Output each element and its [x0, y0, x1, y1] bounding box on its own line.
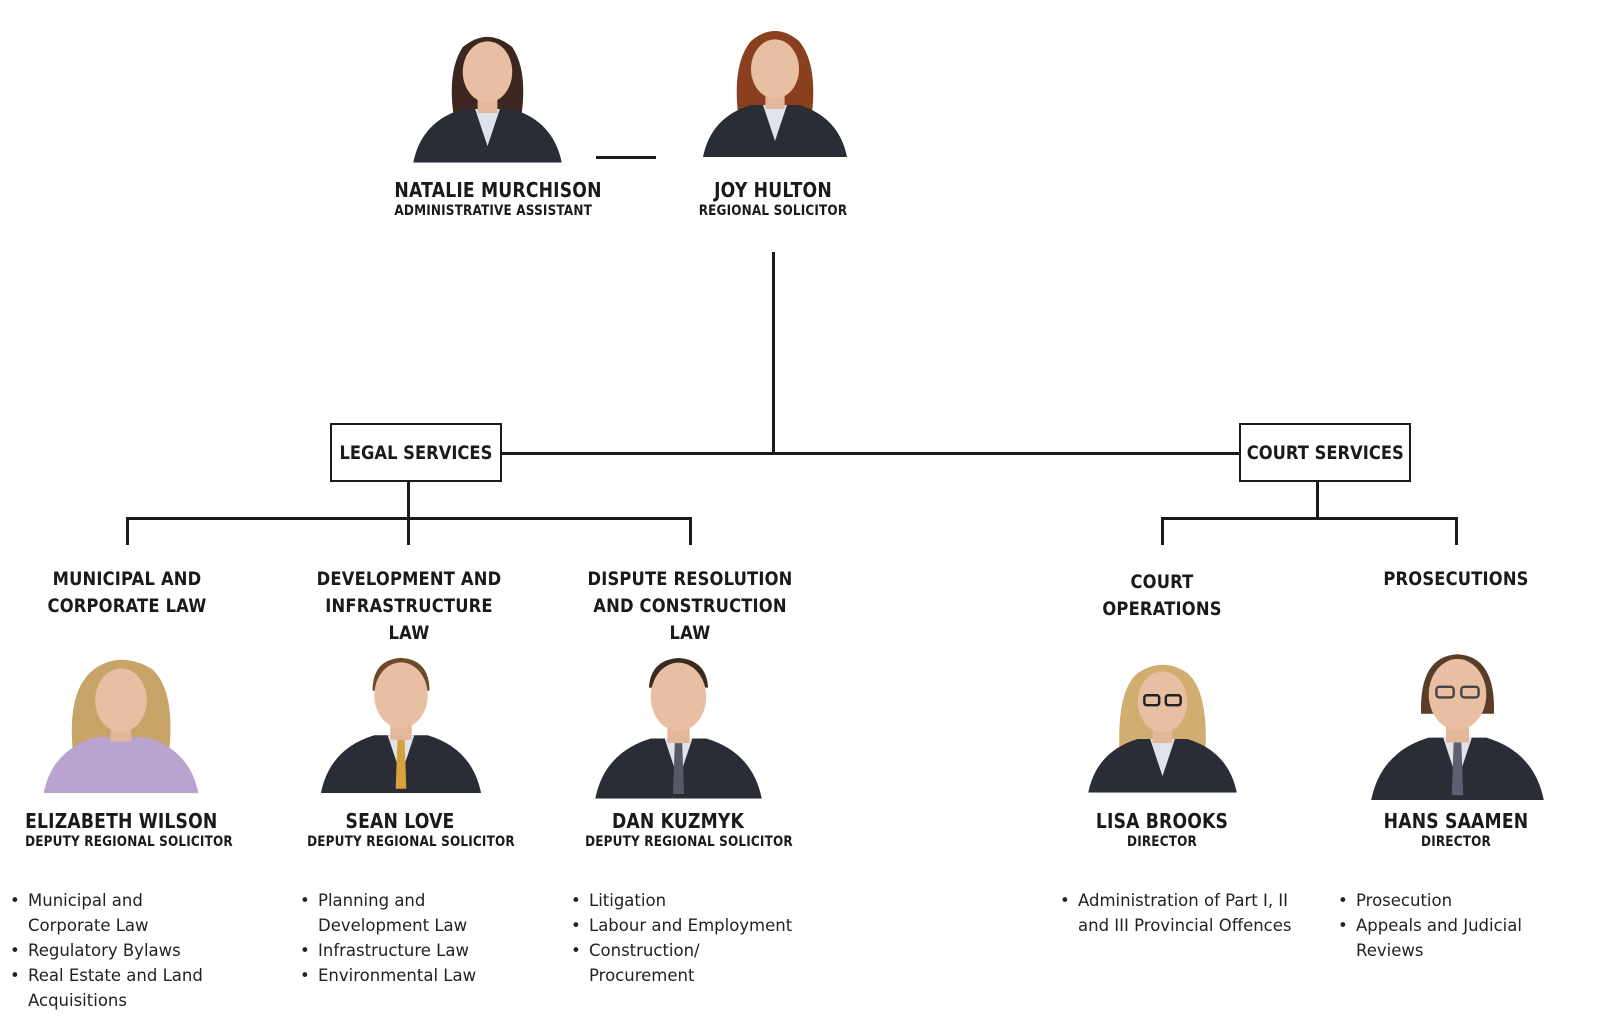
court-drop-1: [1161, 517, 1164, 545]
person-name: ELIZABETH WILSON: [25, 809, 218, 833]
dept-prosecutions-heading: PROSECUTIONS: [1356, 566, 1556, 593]
duty-item: Litigation: [571, 888, 801, 913]
duty-item: Regulatory Bylaws: [10, 938, 230, 963]
person-caption: LISA BROOKS DIRECTOR: [1062, 809, 1262, 851]
legal-drop-1: [126, 517, 129, 545]
dept-dispute-heading: DISPUTE RESOLUTION AND CONSTRUCTION LAW: [570, 566, 810, 647]
head-title: REGIONAL SOLICITOR: [698, 203, 848, 219]
head-name: JOY HULTON: [714, 178, 832, 202]
person-name: HANS SAAMEN: [1383, 809, 1529, 833]
person-name: LISA BROOKS: [1095, 809, 1229, 833]
duty-item: Municipal and Corporate Law: [10, 888, 230, 938]
court-branch-line: [1161, 517, 1458, 520]
person-title: DEPUTY REGIONAL SOLICITOR: [25, 834, 233, 850]
court-services-label: COURT SERVICES: [1246, 441, 1404, 464]
elizabeth-wilson-photo: [43, 659, 199, 794]
assistant-connector: [596, 156, 656, 159]
legal-services-label: LEGAL SERVICES: [339, 441, 493, 464]
legal-drop-2: [407, 517, 410, 545]
person-title: DEPUTY REGIONAL SOLICITOR: [307, 834, 515, 850]
duty-item: Construction/ Procurement: [571, 938, 801, 988]
joy-hulton-photo: [695, 31, 855, 170]
dept-heading-line: CORPORATE LAW: [47, 595, 207, 617]
legal-services-box: LEGAL SERVICES: [330, 423, 502, 482]
person-caption: DAN KUZMYK DEPUTY REGIONAL SOLICITOR: [570, 809, 793, 851]
head-caption: JOY HULTON REGIONAL SOLICITOR: [673, 178, 873, 220]
dept-heading-line: INFRASTRUCTURE LAW: [325, 595, 493, 644]
dept-court-operations-heading: COURT OPERATIONS: [1062, 569, 1262, 623]
dept-development-heading: DEVELOPMENT AND INFRASTRUCTURE LAW: [295, 566, 523, 647]
assistant-name: NATALIE MURCHISON: [394, 178, 602, 202]
natalie-murchison-photo: [405, 36, 570, 170]
assistant-title: ADMINISTRATIVE ASSISTANT: [394, 203, 593, 219]
court-drop-2: [1455, 517, 1458, 545]
dept-heading-line: MUNICIPAL AND: [52, 568, 202, 590]
dept-heading-line: DEVELOPMENT AND: [316, 568, 502, 590]
assistant-caption: NATALIE MURCHISON ADMINISTRATIVE ASSISTA…: [380, 178, 602, 220]
duty-item: Planning and Development Law: [300, 888, 520, 938]
legal-stem: [407, 481, 410, 520]
duty-item: Administration of Part I, II and III Pro…: [1060, 888, 1300, 938]
legal-drop-3: [689, 517, 692, 545]
person-name: SEAN LOVE: [345, 809, 455, 833]
dept-heading-line: PROSECUTIONS: [1383, 568, 1529, 590]
duties-list: Planning and Development Law Infrastruct…: [300, 888, 520, 988]
division-line: [500, 452, 1242, 455]
duty-item: Appeals and Judicial Reviews: [1338, 913, 1538, 963]
duties-list: Municipal and Corporate Law Regulatory B…: [10, 888, 230, 1013]
person-title: DIRECTOR: [1127, 834, 1197, 850]
person-title: DIRECTOR: [1421, 834, 1491, 850]
duty-item: Environmental Law: [300, 963, 520, 988]
hans-saamen-photo: [1355, 654, 1560, 800]
lisa-brooks-photo: [1080, 664, 1245, 800]
person-caption: ELIZABETH WILSON DEPUTY REGIONAL SOLICIT…: [10, 809, 233, 851]
court-stem: [1316, 481, 1319, 520]
sean-love-photo: [312, 657, 490, 800]
duty-item: Real Estate and Land Acquisitions: [10, 963, 230, 1013]
person-title: DEPUTY REGIONAL SOLICITOR: [585, 834, 793, 850]
court-services-box: COURT SERVICES: [1239, 423, 1411, 482]
person-caption: SEAN LOVE DEPUTY REGIONAL SOLICITOR: [292, 809, 515, 851]
person-caption: HANS SAAMEN DIRECTOR: [1356, 809, 1556, 851]
dept-heading-line: AND CONSTRUCTION LAW: [593, 595, 787, 644]
person-name: DAN KUZMYK: [611, 809, 745, 833]
duty-item: Infrastructure Law: [300, 938, 520, 963]
dept-municipal-heading: MUNICIPAL AND CORPORATE LAW: [20, 566, 234, 620]
duties-list: Prosecution Appeals and Judicial Reviews: [1338, 888, 1538, 963]
dept-heading-line: DISPUTE RESOLUTION: [587, 568, 793, 590]
dan-kuzmyk-photo: [586, 658, 771, 800]
duties-list: Administration of Part I, II and III Pro…: [1060, 888, 1300, 938]
duties-list: Litigation Labour and Employment Constru…: [571, 888, 801, 988]
trunk-line: [772, 252, 775, 454]
duty-item: Prosecution: [1338, 888, 1538, 913]
duty-item: Labour and Employment: [571, 913, 801, 938]
dept-heading-line: COURT: [1130, 571, 1194, 593]
dept-heading-line: OPERATIONS: [1102, 598, 1222, 620]
